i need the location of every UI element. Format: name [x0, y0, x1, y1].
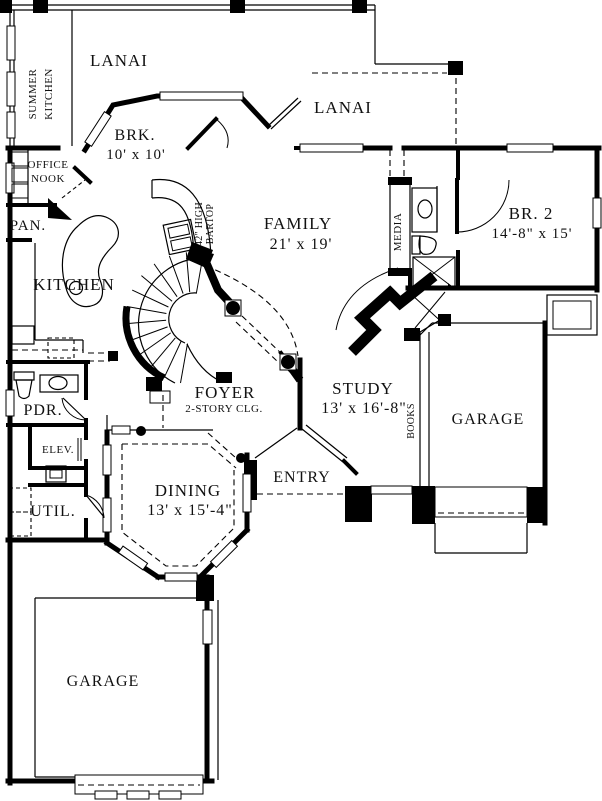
lanai-structures	[2, 4, 457, 148]
room-dim-brk: 10' x 10'	[106, 147, 165, 163]
br2-side-window	[592, 197, 602, 229]
office-window	[5, 162, 15, 194]
label-books: BOOKS	[406, 403, 417, 438]
doors	[48, 116, 528, 800]
room-label-foyer: FOYER	[195, 383, 256, 402]
room-label-office-nook-2: NOOK	[31, 173, 65, 185]
dining-window	[111, 425, 131, 435]
room-dim-br2: 14'-8" x 15'	[491, 226, 572, 242]
bay-pier	[196, 575, 214, 601]
room-label-entry: ENTRY	[273, 469, 330, 486]
bartop-counter	[151, 178, 212, 257]
toilet	[418, 235, 437, 255]
column	[226, 301, 240, 315]
pdr-window	[5, 389, 15, 417]
room-label-util: UTIL.	[30, 503, 75, 520]
dining-window	[102, 444, 112, 476]
sink	[48, 375, 68, 391]
lanai-post	[352, 0, 367, 13]
garage-pier	[527, 487, 547, 523]
room-label-garage-bottom: GARAGE	[67, 673, 140, 690]
brk-window	[159, 91, 244, 101]
spiral-stair	[122, 242, 232, 404]
label-media: MEDIA	[392, 213, 404, 252]
dining-window	[164, 572, 198, 582]
kitchen-island	[61, 214, 119, 308]
dashed-lines	[12, 150, 460, 567]
room-label-lanai-left: LANAI	[90, 51, 148, 70]
bath-vanity	[411, 187, 438, 233]
fixtures	[8, 150, 456, 778]
lanai-post	[230, 0, 245, 13]
interior-walls	[6, 146, 598, 780]
island-sink	[68, 280, 84, 296]
shower	[412, 256, 456, 290]
brk-window	[84, 111, 112, 147]
room-label-office-nook-1: OFFICE	[28, 159, 69, 171]
br2-window	[506, 143, 554, 153]
vanity	[39, 374, 79, 393]
lanai-post	[0, 0, 12, 13]
room-label-kitchen: KITCHEN	[33, 275, 115, 294]
screen-window	[6, 25, 16, 61]
column	[136, 426, 146, 436]
round-columns	[136, 299, 297, 463]
porch-window	[370, 485, 413, 495]
porch-pier	[345, 486, 372, 522]
bar-sink	[162, 218, 198, 256]
lanai-post	[448, 61, 463, 75]
windows	[5, 91, 602, 582]
dryer	[8, 511, 32, 537]
label-bartop-1: 42" HIGH	[194, 202, 205, 246]
service-door	[202, 609, 213, 645]
room-label-br2: BR. 2	[509, 204, 554, 223]
room-dim-study: 13' x 16'-8"	[321, 400, 407, 417]
column	[236, 453, 246, 463]
dining-window	[242, 473, 252, 513]
room-dim-family: 21' x 19'	[270, 236, 333, 253]
door-leaf	[185, 116, 219, 151]
room-label-garage-right: GARAGE	[452, 411, 525, 428]
room-label-brk: BRK.	[115, 127, 156, 144]
family-window	[299, 143, 364, 153]
room-label-summer-kitchen-2: KITCHEN	[43, 68, 55, 120]
lanai-post	[33, 0, 48, 13]
range	[11, 325, 35, 345]
room-label-pdr: PDR.	[23, 402, 62, 419]
room-label-elev: ELEV.	[42, 444, 74, 456]
screen-window	[6, 111, 16, 139]
room-dim-foyer: 2-STORY CLG.	[185, 403, 263, 415]
column	[281, 355, 295, 369]
room-label-lanai-right: LANAI	[314, 98, 372, 117]
garage-door	[434, 486, 528, 518]
slab-pad	[546, 294, 598, 336]
room-label-study: STUDY	[332, 379, 394, 398]
bath-sink	[417, 199, 433, 219]
room-label-pan: PAN.	[10, 218, 46, 234]
fireplace	[348, 271, 438, 356]
room-label-summer-kitchen-1: SUMMER	[27, 69, 39, 120]
door-leaf	[48, 198, 72, 220]
toilet-tank	[13, 371, 35, 381]
toilet-tank	[411, 235, 421, 255]
labels: LANAI LANAI SUMMER KITCHEN BRK. 10' x 10…	[10, 51, 572, 690]
toilet	[15, 379, 33, 400]
label-bartop-2: BARTOP	[205, 204, 216, 245]
room-label-dining: DINING	[155, 481, 221, 500]
hearth-curve	[335, 267, 399, 331]
water-heater	[45, 465, 67, 483]
columns	[0, 0, 463, 75]
room-dim-dining: 13' x 15'-4"	[147, 502, 233, 519]
room-label-family: FAMILY	[264, 214, 332, 233]
screen-window	[6, 71, 16, 107]
porch-pier	[412, 486, 435, 524]
dining-window	[117, 545, 149, 571]
dining-window	[209, 539, 239, 569]
dishwasher	[47, 337, 75, 359]
